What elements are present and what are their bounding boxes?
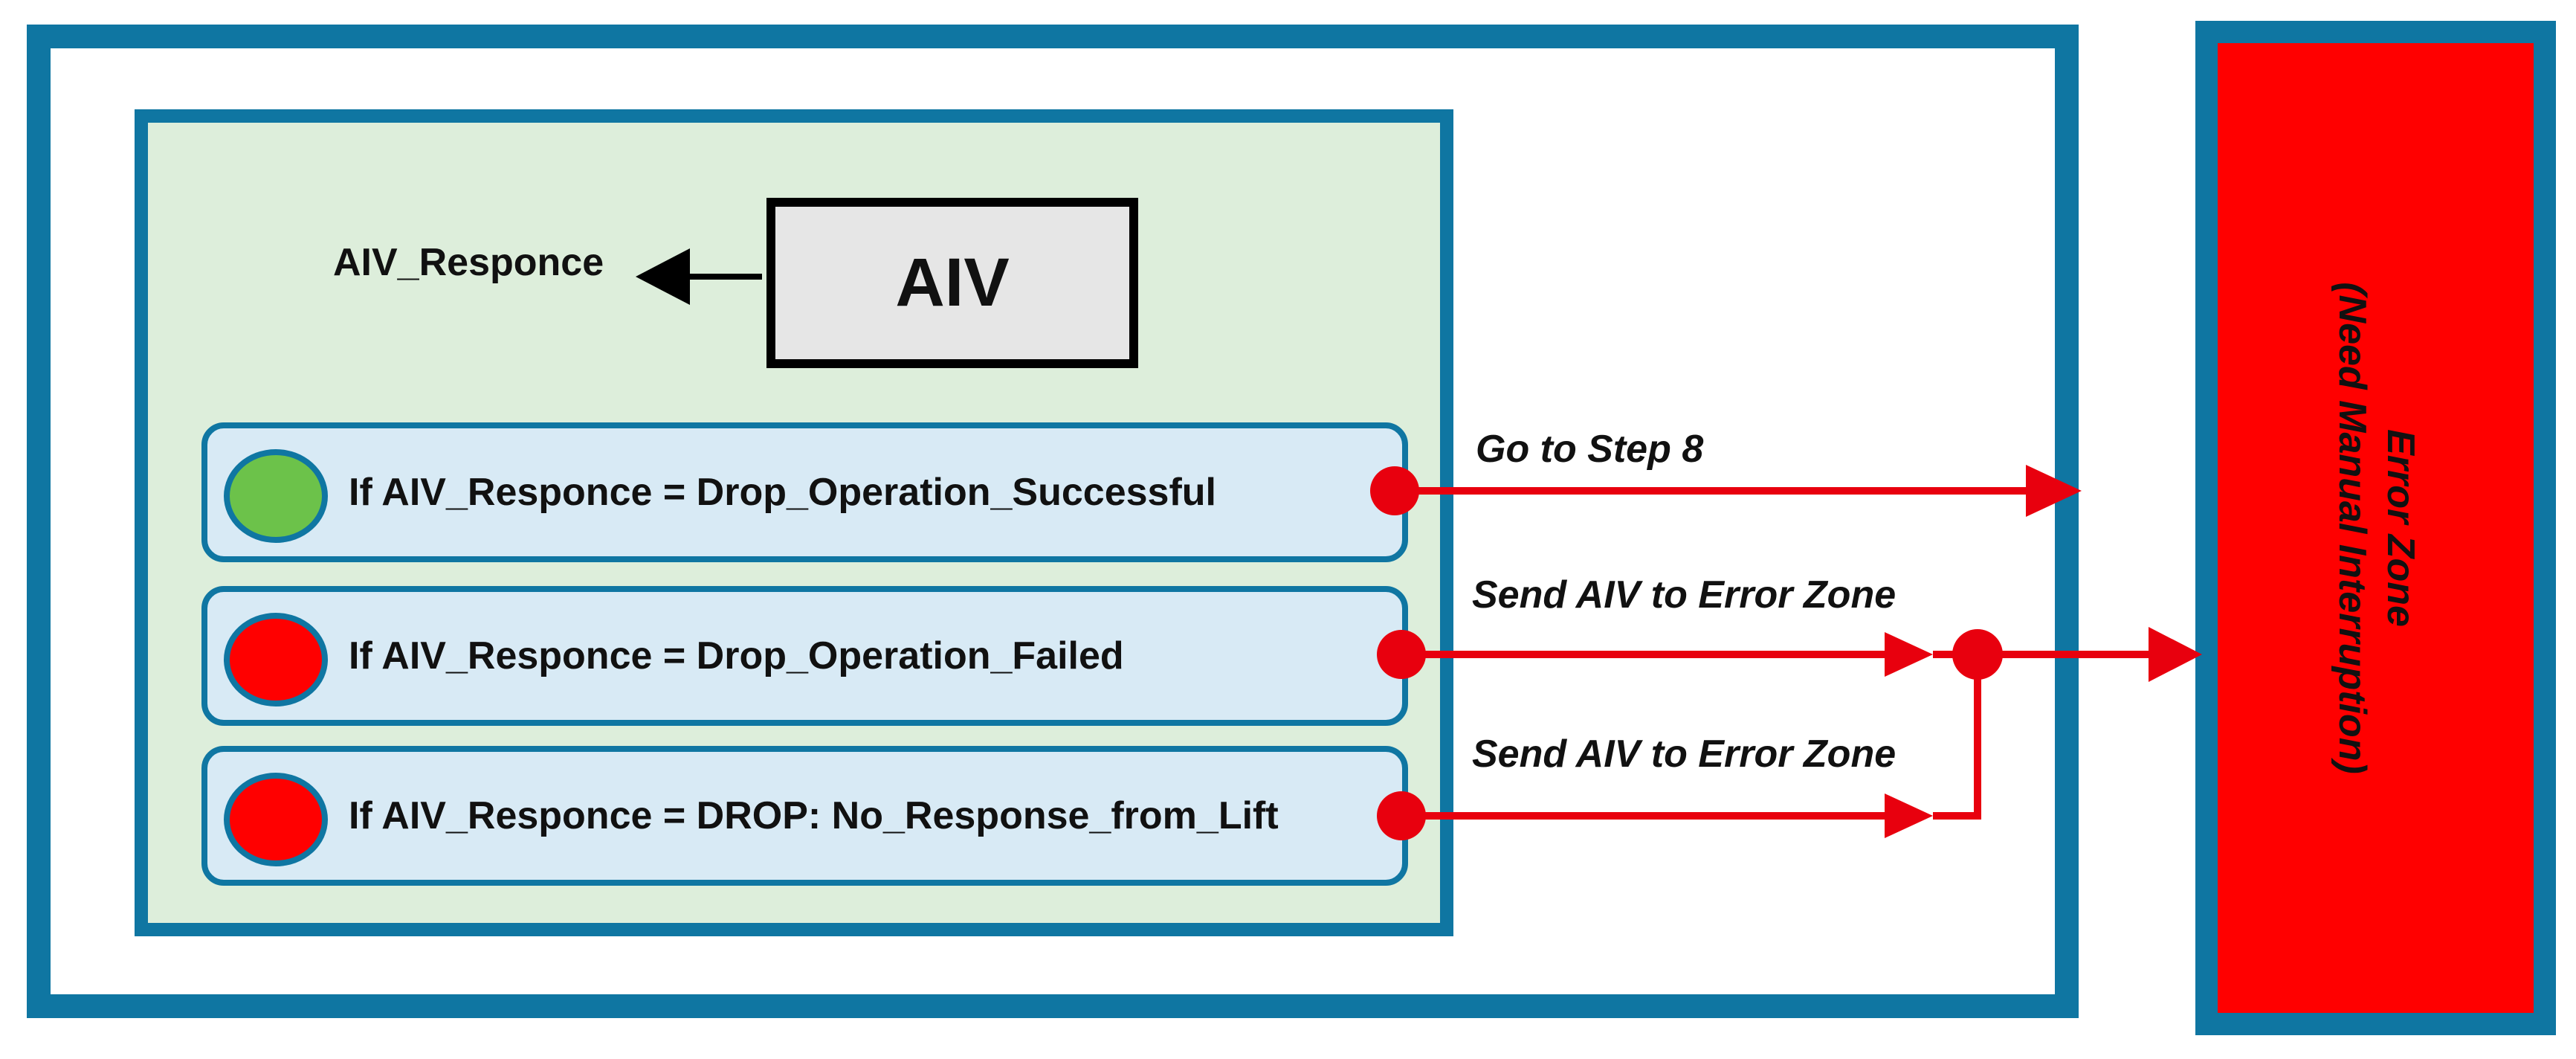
error-zone: Error Zone (Need Manual Interruption) xyxy=(2195,21,2556,1035)
condition-row-no-response: If AIV_Responce = DROP: No_Response_from… xyxy=(201,746,1408,886)
status-dot-red xyxy=(224,613,328,706)
status-dot-green xyxy=(224,449,328,543)
error-zone-subtitle: (Need Manual Interruption) xyxy=(2330,282,2374,774)
error-zone-title: Error Zone xyxy=(2378,429,2422,627)
aiv-box-label: AIV xyxy=(895,245,1010,321)
error-zone-text: Error Zone (Need Manual Interruption) xyxy=(2328,282,2424,774)
status-dot-red xyxy=(224,773,328,866)
condition-row-failed: If AIV_Responce = Drop_Operation_Failed xyxy=(201,586,1408,726)
arrow-label-send-error-zone: Send AIV to Error Zone xyxy=(1472,573,1897,617)
condition-text: If AIV_Responce = DROP: No_Response_from… xyxy=(349,794,1279,837)
condition-text: If AIV_Responce = Drop_Operation_Failed xyxy=(349,634,1124,677)
arrow-label-go-to-step: Go to Step 8 xyxy=(1476,428,1704,471)
aiv-box: AIV xyxy=(766,198,1138,368)
condition-row-success: If AIV_Responce = Drop_Operation_Success… xyxy=(201,422,1408,562)
error-zone-arrow-head xyxy=(2149,627,2202,682)
condition-text: If AIV_Responce = Drop_Operation_Success… xyxy=(349,471,1216,514)
arrow-label-send-error-zone: Send AIV to Error Zone xyxy=(1472,733,1897,776)
aiv-response-label: AIV_Responce xyxy=(333,241,604,284)
